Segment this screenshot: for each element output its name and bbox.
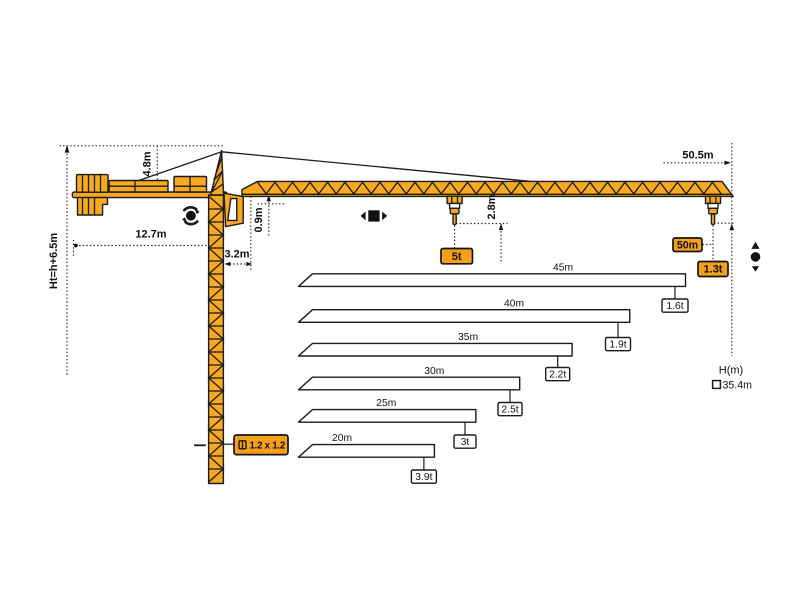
capacity-box <box>453 434 477 449</box>
jib <box>241 180 734 198</box>
tip-radius-badge: 50m <box>672 237 703 253</box>
hook-crosshead <box>707 202 719 209</box>
tip-radius-label: 50m <box>677 239 698 251</box>
hoist-winch-block <box>108 179 169 193</box>
capacity-box <box>661 298 689 313</box>
jib-length-bar <box>297 443 436 458</box>
dim-dot-icon <box>73 243 78 248</box>
capacity-box <box>545 366 571 382</box>
max-capacity-badge: 5t <box>440 247 474 265</box>
badges: 5t 50m 1.3t <box>440 237 729 278</box>
jib-length-label: 35m <box>458 332 478 343</box>
capacity-bar-row: 40m 1.9t <box>297 298 632 352</box>
capacity-box <box>497 401 523 417</box>
capacity-bar-row: 35m 2.2t <box>297 332 573 382</box>
hook-block <box>708 207 719 215</box>
jib-length-label: 20m <box>332 433 352 444</box>
dimension-lines <box>59 143 736 377</box>
cab <box>223 192 244 228</box>
up-arrow-icon <box>729 223 734 230</box>
hook-height-axis-label: H(m) <box>719 365 743 377</box>
hook-height-marker <box>711 379 722 390</box>
trolley <box>446 195 463 205</box>
right-arrow-icon <box>246 261 253 267</box>
counterweight <box>75 173 109 216</box>
hook-crosshead <box>448 202 461 209</box>
hook-shank <box>452 213 457 226</box>
capacity-bar-row: 30m 2.5t <box>297 366 523 417</box>
counter-jib-machinery-block <box>173 175 208 193</box>
jib-length-label: 40m <box>504 298 524 309</box>
jib-length-bar <box>297 408 477 423</box>
left-arrow-icon <box>224 261 231 267</box>
slewing-rotation-icon <box>182 206 200 226</box>
total-height-label: Ht=h+6.5m <box>48 233 60 289</box>
capacity-box <box>604 336 632 352</box>
capacity-bar-row: 25m 3t <box>297 398 477 449</box>
mast-section-label: 1.2 x 1.2 <box>250 441 285 452</box>
tower-mast <box>207 194 225 485</box>
trolley <box>704 195 722 205</box>
capacity-bar-row: 20m 3.9t <box>297 433 438 484</box>
jib-section-height-label: 0.9m <box>253 207 265 232</box>
trolley-travel-icon <box>360 210 388 222</box>
max-capacity-label: 5t <box>452 251 462 263</box>
jib-length-bar <box>297 309 631 323</box>
capacity-label: 2.2t <box>549 369 566 380</box>
hook-drop-label: 2.8m <box>486 194 498 219</box>
capacity-label: 1.9t <box>609 339 626 350</box>
dimension-labels: Ht=h+6.5m 4.8m 12.7m 3.2m 0.9m 2.8m 50.5… <box>48 150 714 289</box>
crane-drawing: 1.2 x 1.2 <box>71 149 761 485</box>
capacity-label: 3.9t <box>415 472 432 483</box>
trolley-hook-tip <box>704 195 722 226</box>
capacity-label: 1.6t <box>666 301 683 312</box>
jib-length-bar <box>297 273 687 288</box>
hook-height-note: H(m) 35.4m <box>711 365 753 392</box>
capacity-label: 2.5t <box>501 404 518 415</box>
jib-overall-label: 50.5m <box>682 150 713 162</box>
jib-pendant-line <box>221 151 534 183</box>
tip-capacity-badge: 1.3t <box>697 260 729 278</box>
capacity-bars: 45m 1.6t 40m 1.9t 35m 2.2t 30m 2.5t 25m 3t 20m 3.9t <box>297 262 689 484</box>
hook-height-value: 35.4m <box>723 380 753 392</box>
jib-length-label: 45m <box>553 262 573 273</box>
jib-length-label: 25m <box>376 398 396 409</box>
up-arrow-icon <box>498 223 504 231</box>
jib-length-bar <box>297 342 573 357</box>
apex-height-label: 4.8m <box>141 151 153 176</box>
tip-capacity-label: 1.3t <box>704 264 723 276</box>
hook-shank <box>710 213 716 226</box>
jib-length-label: 30m <box>424 366 444 377</box>
counter-jib-radius-label: 12.7m <box>135 228 166 240</box>
capacity-box <box>410 469 438 484</box>
rear-offset-label: 3.2m <box>224 249 249 261</box>
trolley-hook-mid <box>446 195 463 226</box>
cab-window <box>226 197 238 222</box>
tower-head <box>209 149 225 196</box>
capacity-label: 3t <box>461 437 470 448</box>
up-arrow-icon <box>64 145 70 153</box>
mast-lattice <box>207 195 225 483</box>
jib-length-bar <box>297 376 521 391</box>
hook-block <box>449 207 460 215</box>
hoisting-icon <box>750 241 761 272</box>
mast-section-badge: 1.2 x 1.2 <box>233 434 289 456</box>
jib-lattice <box>256 181 722 195</box>
up-arrow-icon <box>266 194 271 202</box>
right-arrow-icon <box>724 160 731 165</box>
capacity-bar-row: 45m 1.6t <box>297 262 689 313</box>
